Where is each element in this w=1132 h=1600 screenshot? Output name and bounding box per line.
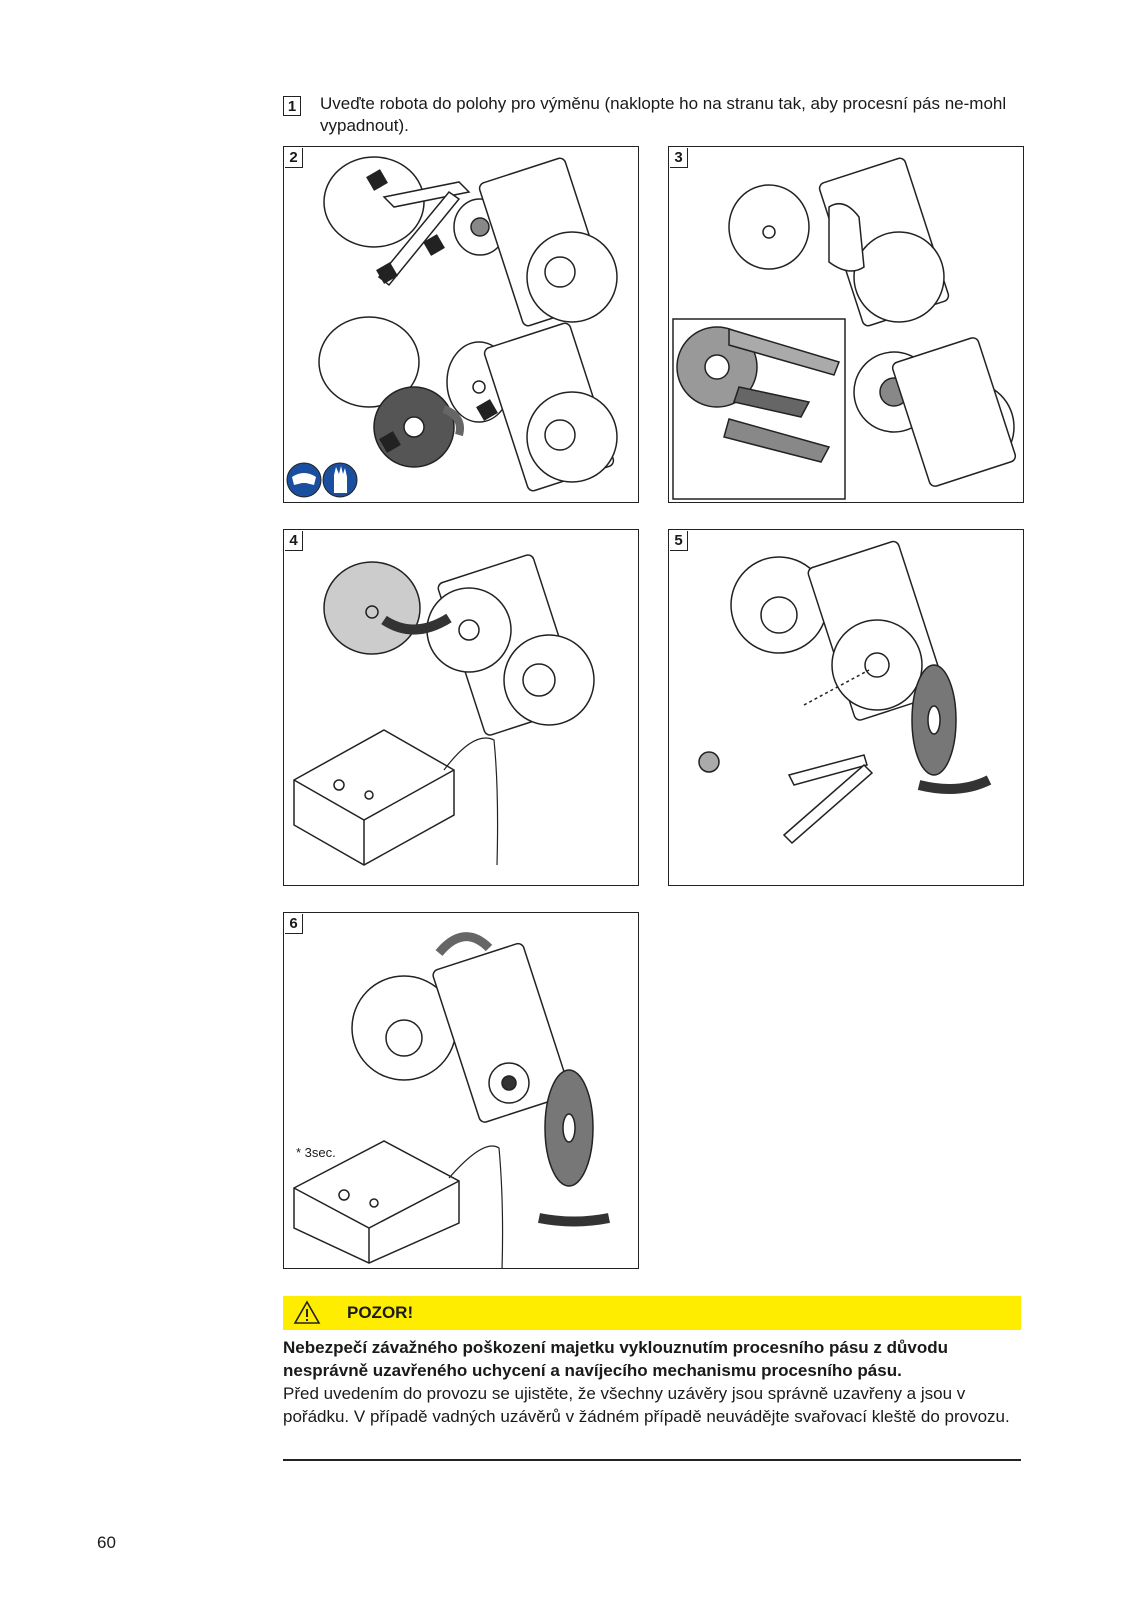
panel-step-2: 2 <box>283 146 639 503</box>
warning-heading: Nebezpečí závažného poškození majetku vy… <box>283 1338 949 1380</box>
warning-title: POZOR! <box>347 1303 414 1322</box>
warning-text: Nebezpečí závažného poškození majetku vy… <box>283 1336 1023 1428</box>
illustration-step-3 <box>672 157 1017 500</box>
panel-step-3: 3 <box>668 146 1024 503</box>
illustration-step-5 <box>698 540 992 845</box>
panel-step-6: 6 * 3sec. <box>283 912 639 1269</box>
illustration-step-4 <box>293 554 595 866</box>
step-2-number: 2 <box>285 148 303 168</box>
step-4-number: 4 <box>285 531 303 551</box>
duration-note: * 3sec. <box>296 1145 336 1160</box>
section-divider <box>283 1459 1021 1461</box>
illustration-step-2 <box>286 156 618 498</box>
intro-text: Uveďte robota do polohy pro výměnu (nakl… <box>320 94 1007 135</box>
step-1-number: 1 <box>283 96 301 116</box>
safety-goggles-icon <box>286 462 322 498</box>
illustration-step-6 <box>293 932 610 1268</box>
safety-gloves-icon <box>322 462 358 498</box>
warning-triangle-icon <box>293 1300 321 1324</box>
panel-step-5: 5 <box>668 529 1024 886</box>
step-6-number: 6 <box>285 914 303 934</box>
panel-step-4: 4 <box>283 529 639 886</box>
step-5-number: 5 <box>670 531 688 551</box>
page-number: 60 <box>97 1533 116 1552</box>
warning-bar: POZOR! <box>283 1296 1021 1330</box>
warning-body: Před uvedením do provozu se ujistěte, že… <box>283 1384 1010 1426</box>
step-3-number: 3 <box>670 148 688 168</box>
